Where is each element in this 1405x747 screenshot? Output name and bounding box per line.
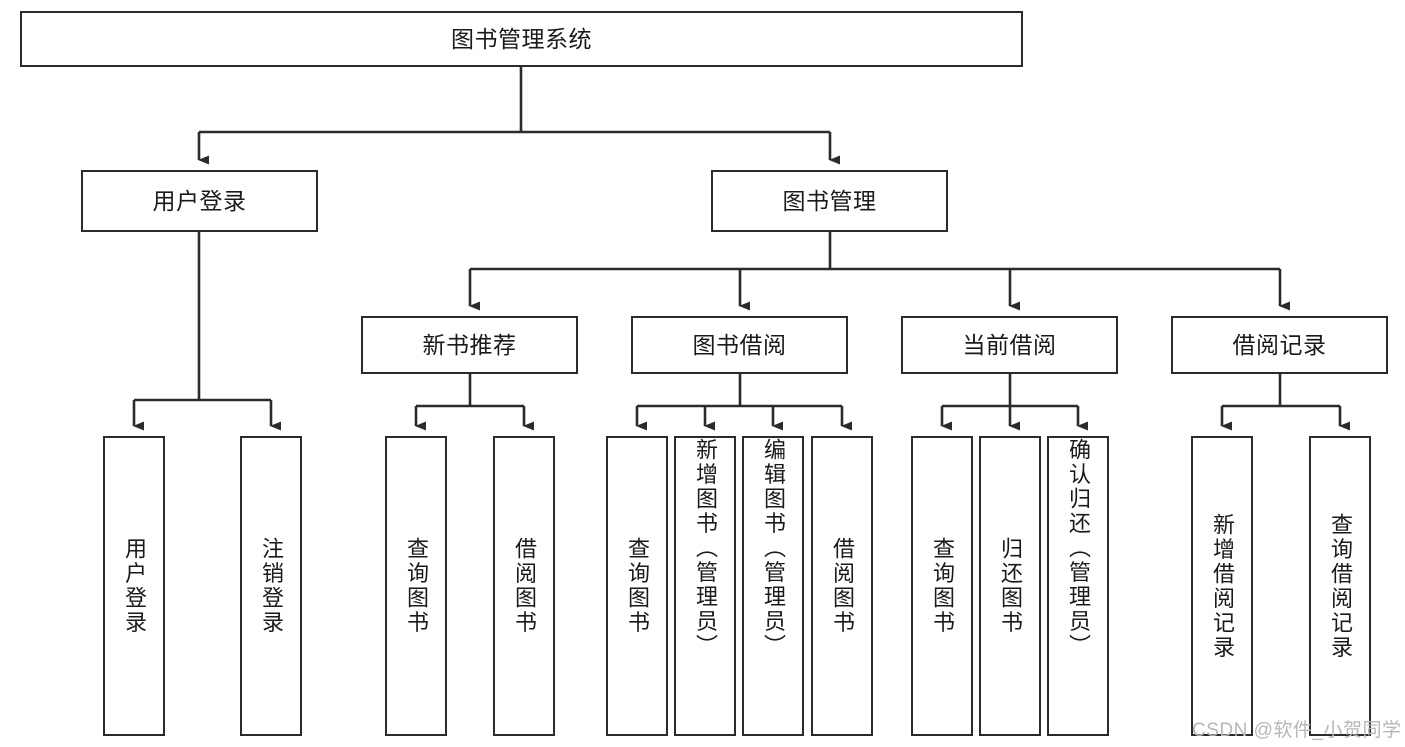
- node-borrow-record-label: 借阅记录: [1232, 331, 1327, 358]
- node-leaf-query-book-2[interactable]: 查询图书: [606, 436, 668, 736]
- node-leaf-add-record-label: 新增借阅记录: [1210, 512, 1235, 660]
- node-leaf-query-record-label: 查询借阅记录: [1328, 512, 1353, 660]
- node-leaf-borrow-book-2[interactable]: 借阅图书: [811, 436, 873, 736]
- node-current-borrow-label: 当前借阅: [962, 331, 1057, 358]
- node-leaf-query-record[interactable]: 查询借阅记录: [1309, 436, 1371, 736]
- node-leaf-query-book-3[interactable]: 查询图书: [911, 436, 973, 736]
- node-leaf-borrow-book-1-label: 借阅图书: [512, 537, 537, 635]
- node-leaf-user-logout-label: 注销登录: [259, 537, 284, 635]
- node-leaf-add-book-label: 新增图书（管理员）: [693, 438, 718, 659]
- node-leaf-user-login[interactable]: 用户登录: [103, 436, 165, 736]
- node-book-manage[interactable]: 图书管理: [711, 170, 948, 232]
- node-root-label: 图书管理系统: [451, 25, 592, 52]
- node-book-borrow-label: 图书借阅: [692, 331, 787, 358]
- node-leaf-query-book-2-label: 查询图书: [625, 537, 650, 635]
- node-leaf-borrow-book-1[interactable]: 借阅图书: [493, 436, 555, 736]
- node-leaf-query-book-1-label: 查询图书: [404, 537, 429, 635]
- node-leaf-confirm-return[interactable]: 确认归还（管理员）: [1047, 436, 1109, 736]
- node-leaf-edit-book[interactable]: 编辑图书（管理员）: [742, 436, 804, 736]
- node-leaf-add-record[interactable]: 新增借阅记录: [1191, 436, 1253, 736]
- node-leaf-return-book[interactable]: 归还图书: [979, 436, 1041, 736]
- node-current-borrow[interactable]: 当前借阅: [901, 316, 1118, 374]
- node-leaf-edit-book-label: 编辑图书（管理员）: [761, 438, 786, 659]
- node-book-manage-label: 图书管理: [782, 187, 877, 214]
- node-leaf-add-book[interactable]: 新增图书（管理员）: [674, 436, 736, 736]
- node-leaf-user-logout[interactable]: 注销登录: [240, 436, 302, 736]
- node-user-login-label: 用户登录: [152, 187, 247, 214]
- node-leaf-confirm-return-label: 确认归还（管理员）: [1066, 438, 1091, 659]
- node-borrow-record[interactable]: 借阅记录: [1171, 316, 1388, 374]
- node-leaf-query-book-1[interactable]: 查询图书: [385, 436, 447, 736]
- node-leaf-query-book-3-label: 查询图书: [930, 537, 955, 635]
- node-leaf-user-login-label: 用户登录: [122, 537, 147, 635]
- node-leaf-return-book-label: 归还图书: [998, 537, 1023, 635]
- node-user-login[interactable]: 用户登录: [81, 170, 318, 232]
- node-new-book-recommend[interactable]: 新书推荐: [361, 316, 578, 374]
- node-new-book-recommend-label: 新书推荐: [422, 331, 517, 358]
- node-book-borrow[interactable]: 图书借阅: [631, 316, 848, 374]
- node-leaf-borrow-book-2-label: 借阅图书: [830, 537, 855, 635]
- node-root[interactable]: 图书管理系统: [20, 11, 1023, 67]
